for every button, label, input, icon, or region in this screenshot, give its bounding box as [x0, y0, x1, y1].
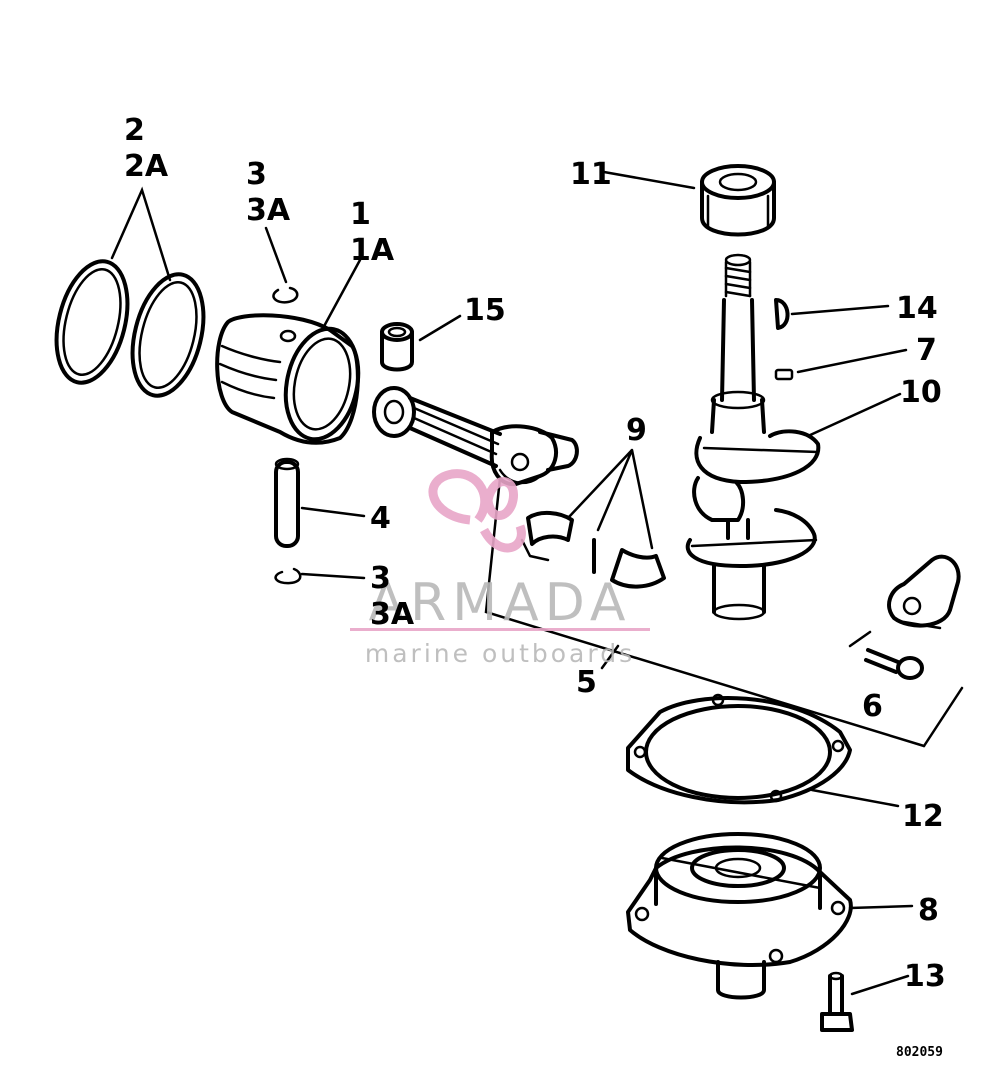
callout-15: 15 — [464, 293, 506, 328]
housing-screw — [820, 971, 854, 1032]
callout-7: 7 — [916, 333, 937, 368]
callout-11: 11 — [570, 157, 612, 192]
callout-2a: 2A — [124, 149, 169, 184]
drawing-number: 802059 — [896, 1045, 943, 1060]
connecting-rod — [372, 386, 579, 487]
callout-13: 13 — [904, 959, 946, 994]
callout-6: 6 — [862, 689, 883, 724]
callout-12: 12 — [902, 799, 944, 834]
callout-labels: 2 2A 3 3A 1 1A 15 4 3 3A 9 5 11 14 7 10 … — [124, 113, 946, 994]
main-bearing-top — [700, 164, 776, 237]
group-bracket — [484, 476, 964, 748]
watermark: ARMADA marine outboards — [350, 469, 650, 668]
woodruff-key — [774, 298, 790, 330]
watermark-title: ARMADA — [369, 573, 632, 633]
retaining-ring-top — [272, 286, 299, 304]
watermark-subtitle: marine outboards — [365, 639, 635, 668]
bearing-cap — [848, 554, 961, 648]
callout-3-top: 3 — [246, 157, 267, 192]
gasket — [626, 693, 852, 805]
cap-screw — [864, 648, 924, 680]
watermark-underline — [350, 628, 650, 631]
needle-bearing-small — [380, 322, 414, 372]
piston-rings — [54, 259, 206, 398]
armada-logo-icon — [428, 469, 526, 553]
callout-3a-bottom: 3A — [370, 597, 415, 632]
piston-pin — [274, 457, 300, 548]
callout-3-bottom: 3 — [370, 561, 391, 596]
retaining-ring-bottom — [274, 567, 302, 585]
callout-8: 8 — [918, 893, 939, 928]
crankshaft — [685, 253, 821, 621]
callout-4: 4 — [370, 501, 391, 536]
callout-14: 14 — [896, 291, 938, 326]
callout-2: 2 — [124, 113, 145, 148]
bearing-housing — [626, 832, 853, 1000]
callout-5: 5 — [576, 665, 597, 700]
leader-lines — [110, 170, 914, 996]
callout-10: 10 — [900, 375, 942, 410]
piston — [215, 313, 361, 445]
callout-3a-top: 3A — [246, 193, 291, 228]
dowel-pin — [774, 368, 794, 381]
callout-9: 9 — [626, 413, 647, 448]
rod-bearing-halves — [520, 511, 666, 589]
callout-1a: 1A — [350, 233, 395, 268]
callout-1: 1 — [350, 197, 371, 232]
